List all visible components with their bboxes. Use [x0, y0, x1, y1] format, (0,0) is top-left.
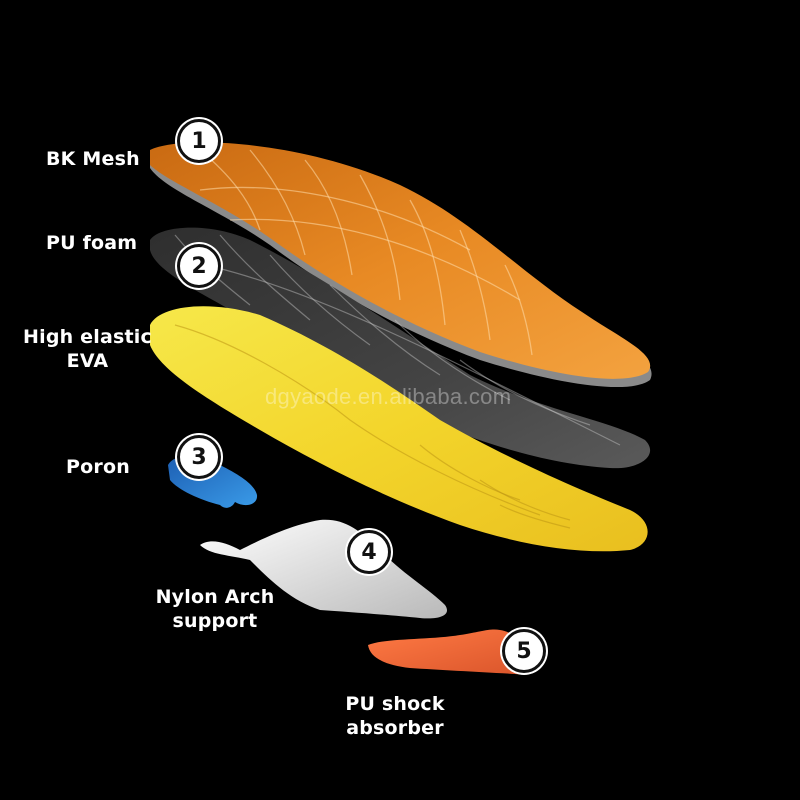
label-poron: Poron	[66, 455, 130, 479]
label-pu-shock-absorber-line1: PU shock	[330, 692, 460, 716]
badge-2: 2	[177, 244, 221, 288]
watermark: dgyaode.en.alibaba.com	[265, 384, 511, 410]
badge-3: 3	[177, 435, 221, 479]
label-pu-shock-absorber-line2: absorber	[330, 716, 460, 740]
label-pu-foam: PU foam	[46, 231, 137, 255]
label-high-elastic-eva-line1: High elastic	[20, 325, 155, 349]
badge-1: 1	[177, 119, 221, 163]
label-nylon-arch-support: Nylon Arch support	[150, 585, 280, 633]
label-nylon-arch-support-line1: Nylon Arch	[150, 585, 280, 609]
label-nylon-arch-support-line2: support	[150, 609, 280, 633]
label-high-elastic-eva: High elastic EVA	[20, 325, 155, 373]
label-bk-mesh: BK Mesh	[46, 147, 140, 171]
label-high-elastic-eva-line2: EVA	[20, 349, 155, 373]
label-pu-shock-absorber: PU shock absorber	[330, 692, 460, 740]
badge-4: 4	[347, 530, 391, 574]
badge-5: 5	[502, 629, 546, 673]
